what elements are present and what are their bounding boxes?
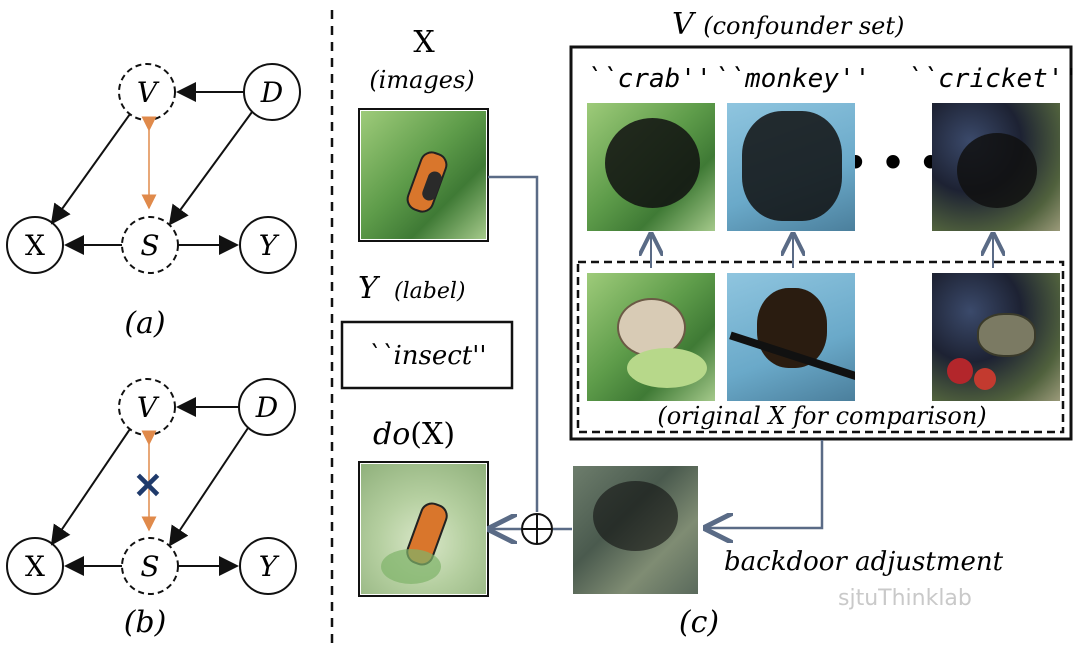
- node-d-label: D: [255, 391, 278, 424]
- node-x-label: X: [25, 229, 45, 262]
- confounder-title: V (confounder set): [672, 7, 904, 42]
- edge-v-x: [50, 113, 131, 225]
- ellipsis-dots: • • •: [843, 140, 942, 185]
- original-monkey-photo: [727, 273, 855, 401]
- edge-v-x: [50, 428, 131, 546]
- do-x-label: do(X): [373, 417, 455, 452]
- x-title: X: [413, 25, 435, 60]
- node-v-label: V: [137, 76, 160, 109]
- connector-x-to-plus: [488, 175, 539, 512]
- x-image-frame: [358, 108, 489, 242]
- node-d-label: D: [260, 76, 283, 109]
- node-y-label: Y: [259, 229, 280, 262]
- masked-monkey-photo: [727, 103, 855, 231]
- watermark-text: sjtuThinklab: [838, 586, 972, 611]
- confounder-label-cricket: ``cricket'': [907, 64, 1079, 94]
- panel-b: ✕ V D X S Y (b): [6, 378, 297, 640]
- panel-b-caption: (b): [124, 605, 167, 640]
- masked-cricket-photo: [932, 103, 1060, 231]
- edge-d-s: [168, 427, 249, 547]
- y-subtitle: (label): [394, 279, 465, 304]
- node-x-label: X: [25, 550, 45, 583]
- original-cricket-photo: [932, 273, 1060, 401]
- node-y-label: Y: [259, 550, 280, 583]
- node-s-label: S: [140, 229, 159, 262]
- adjustment-image-photo: [573, 466, 698, 594]
- connector-confounder-to-adjusted: [708, 440, 824, 528]
- y-label-value: ``insect'': [367, 341, 486, 371]
- panel-c-caption: (c): [679, 605, 719, 640]
- do-x-image-insect-photo: [361, 464, 486, 594]
- original-crab-spider-photo: [587, 273, 715, 401]
- masked-crab-photo: [587, 103, 715, 231]
- node-y: [239, 216, 297, 274]
- confounder-label-monkey: ``monkey'': [714, 64, 871, 94]
- comparison-caption: (original X for comparison): [657, 402, 986, 430]
- y-title: Y: [358, 271, 381, 306]
- confounder-label-crab: ``crab'': [586, 64, 711, 94]
- edge-d-s: [168, 111, 253, 226]
- node-x: [6, 216, 64, 274]
- confounder-set-box: [569, 45, 1073, 441]
- node-y: [239, 537, 297, 595]
- block-cross-icon: ✕: [133, 465, 163, 507]
- node-s-label: S: [140, 550, 159, 583]
- panel-a: V D X S Y (a): [6, 63, 301, 341]
- backdoor-adjustment-label: backdoor adjustment: [724, 547, 1004, 577]
- x-subtitle: (images): [369, 66, 474, 94]
- panel-a-caption: (a): [124, 306, 165, 341]
- node-x: [6, 537, 64, 595]
- comparison-box: [576, 260, 1065, 434]
- x-image-insect-photo: [361, 111, 486, 239]
- node-v-label: V: [137, 391, 160, 424]
- y-label-box: [340, 320, 514, 390]
